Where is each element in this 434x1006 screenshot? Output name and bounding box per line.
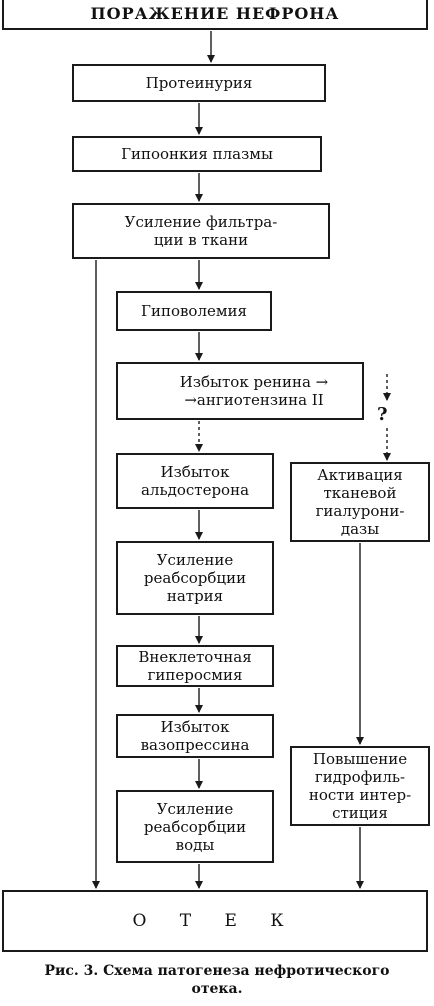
edema-box: О Т Е К: [2, 890, 428, 952]
proteinuria-box: Протеинурия: [72, 64, 326, 102]
vasopressin-box: Избыток вазопрессина: [116, 714, 274, 758]
hypovolemia-box: Гиповолемия: [116, 291, 272, 331]
hypooncia-box: Гипоонкия плазмы: [72, 136, 322, 172]
hydrophilicity-box: Повышение гидрофиль- ности интер- стиция: [290, 746, 430, 826]
filtration-box: Усиление фильтра- ции в ткани: [72, 203, 330, 259]
sodium-box: Усиление реабсорбции натрия: [116, 541, 274, 615]
hyaluronidase-box: Активация тканевой гиалурони- дазы: [290, 462, 430, 542]
title-box: ПОРАЖЕНИЕ НЕФРОНА: [2, 0, 428, 30]
water-box: Усиление реабсорбции воды: [116, 790, 274, 863]
question-mark: ?: [377, 404, 388, 425]
aldosterone-box: Избыток альдостерона: [116, 453, 274, 509]
renin-box: Избыток ренина → →ангиотензина II: [116, 362, 364, 420]
figure-caption: Рис. 3. Схема патогенеза нефротического …: [44, 963, 390, 997]
hyperosmia-box: Внеклеточная гиперосмия: [116, 645, 274, 687]
